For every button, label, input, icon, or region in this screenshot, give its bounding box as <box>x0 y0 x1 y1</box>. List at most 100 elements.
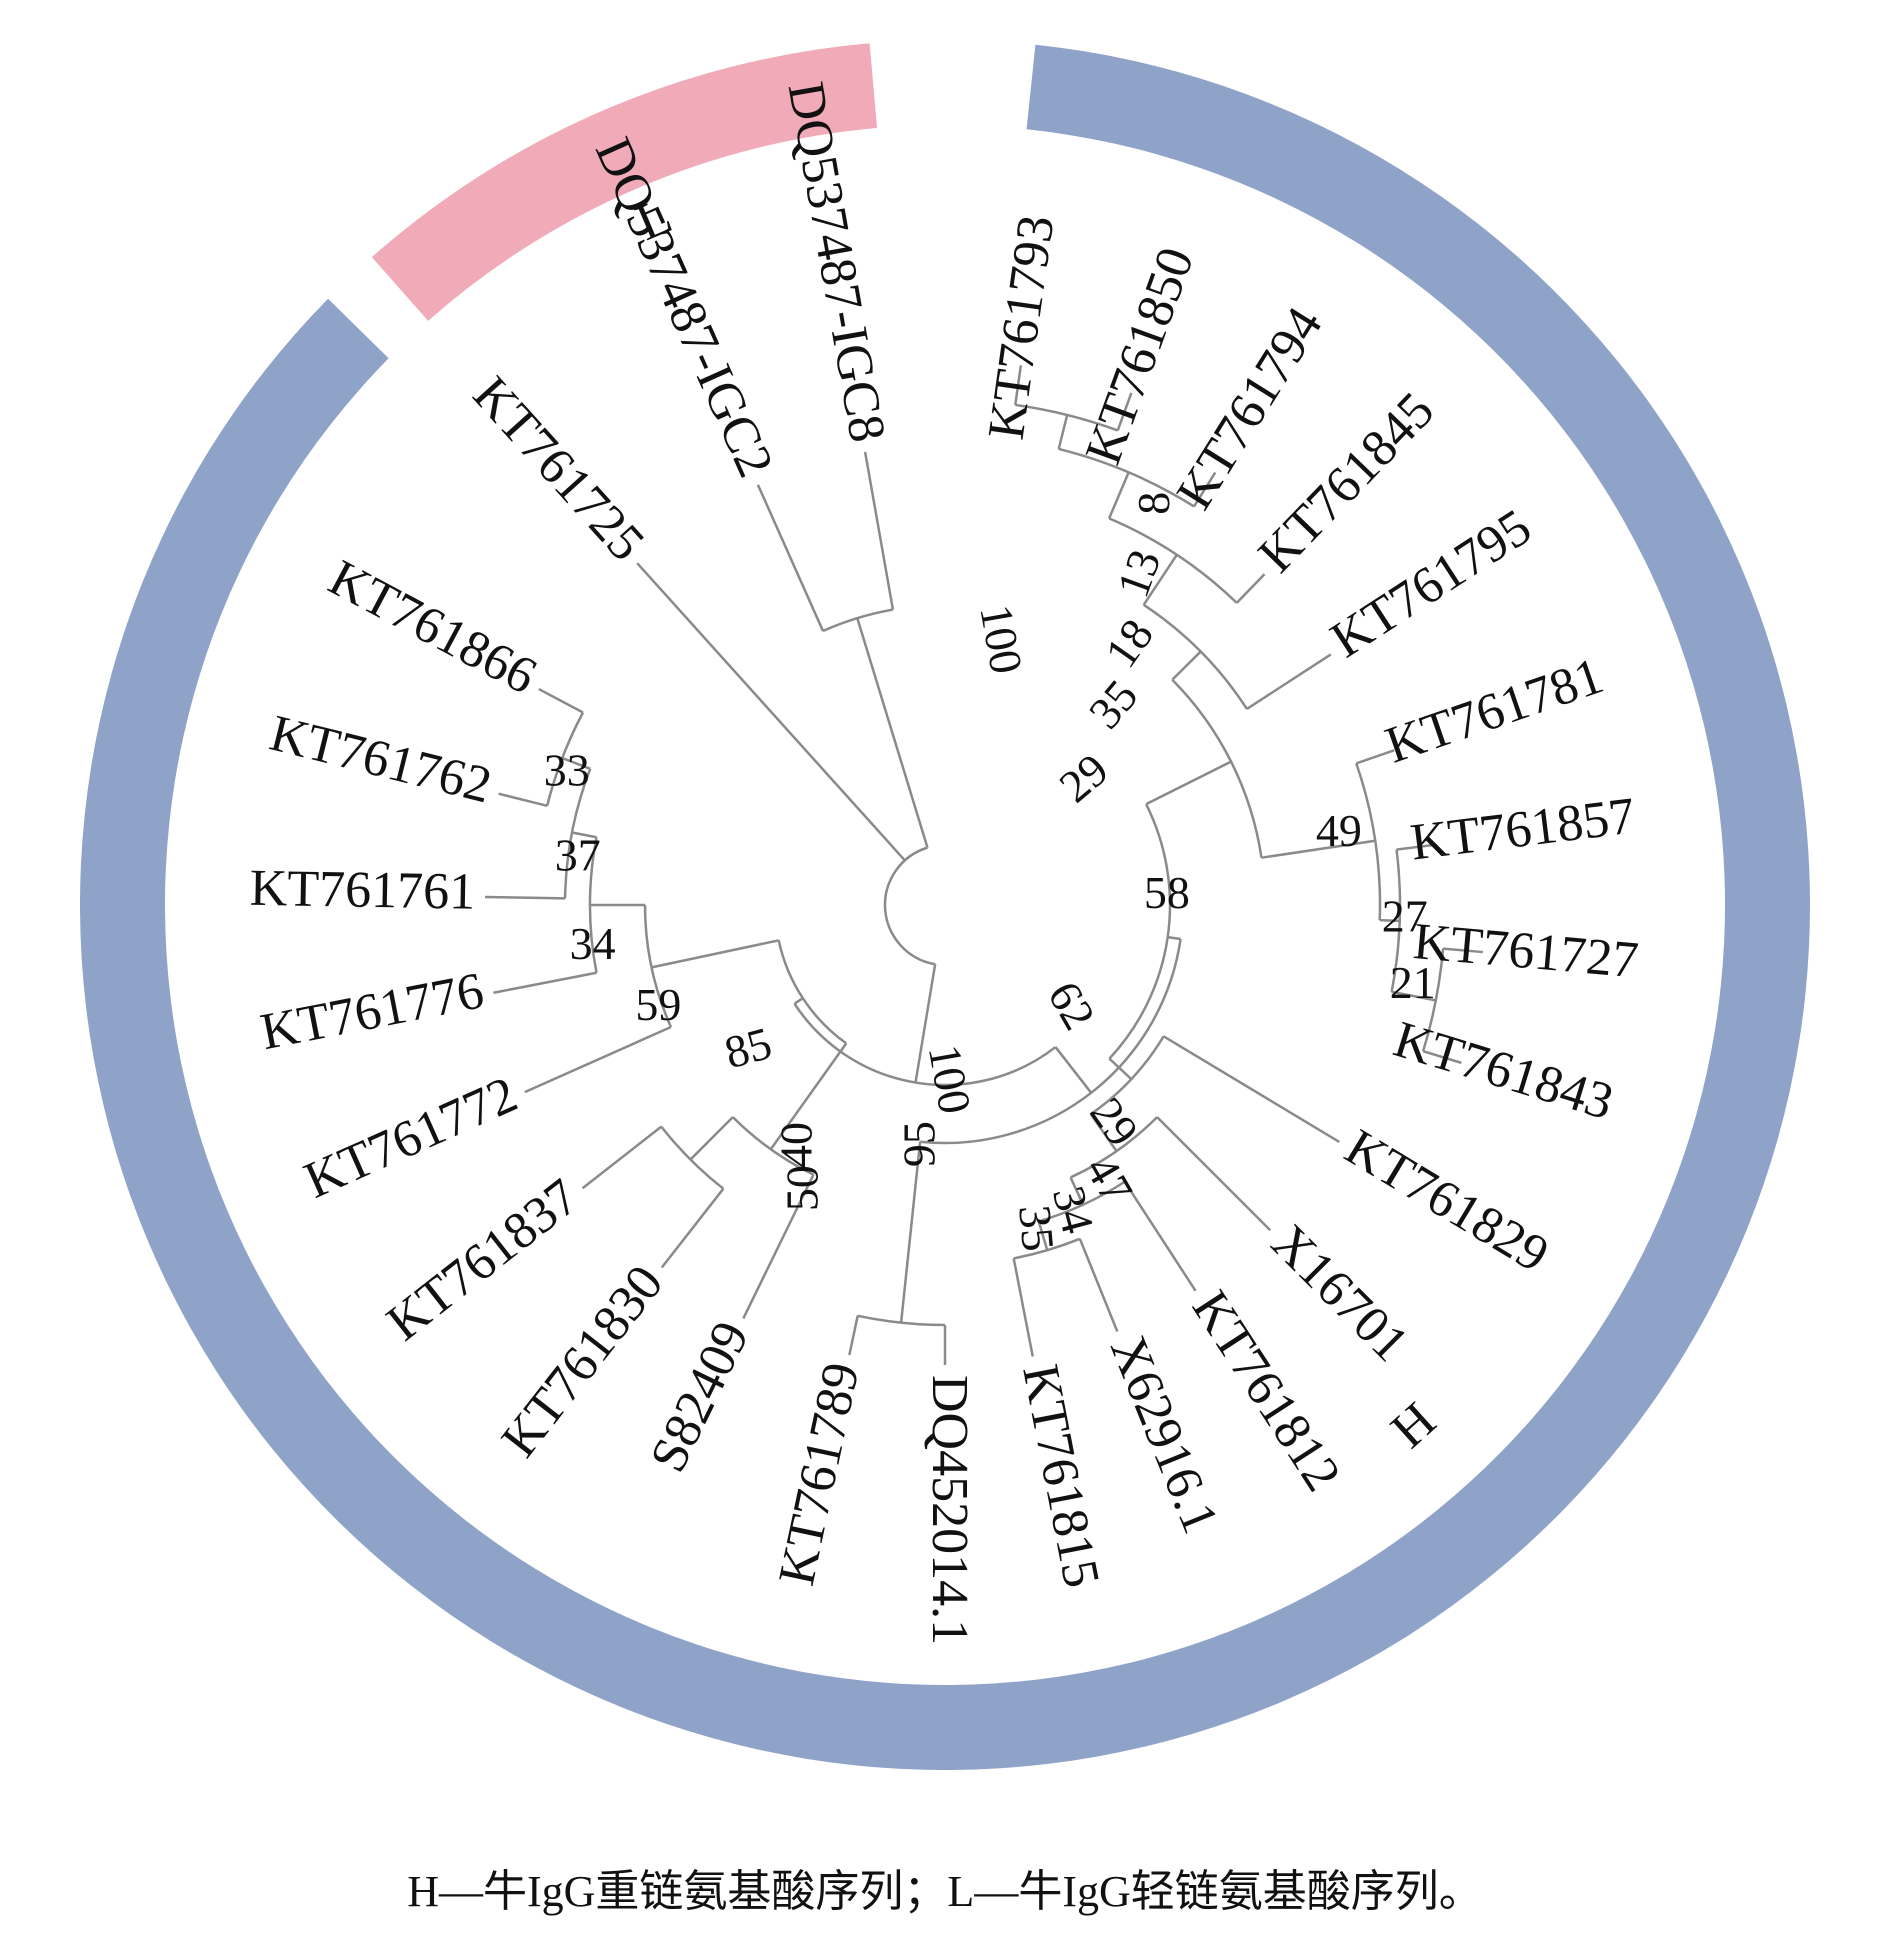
bootstrap-value: 49 <box>1316 805 1362 856</box>
tree-branch <box>1235 573 1266 604</box>
tree-branches <box>485 365 1484 1365</box>
leaf-label: KT761837 <box>377 1168 590 1352</box>
tree-branch <box>1379 918 1400 923</box>
tree-branch <box>1069 1176 1085 1206</box>
tree-arc <box>1058 447 1195 508</box>
tree-arc <box>1070 1116 1159 1179</box>
tree-branch <box>1145 760 1232 806</box>
tree-branch <box>1107 471 1130 519</box>
leaf-label: KT761781 <box>1379 647 1611 774</box>
bootstrap-value: 62 <box>1038 973 1105 1038</box>
tree-branch <box>1054 1046 1093 1094</box>
tree-arc <box>660 1125 725 1190</box>
tree-arc <box>857 1314 946 1327</box>
bootstrap-value: 13 <box>1107 543 1171 604</box>
tree-branch <box>1012 1258 1034 1357</box>
tree-arc <box>1015 403 1119 432</box>
bootstrap-value: 35 <box>1009 1203 1064 1253</box>
leaf-label: X62916.1 <box>1099 1328 1229 1541</box>
tree-branch <box>651 939 779 969</box>
tree-arc <box>1171 678 1263 858</box>
bootstrap-value: 85 <box>719 1017 777 1078</box>
bootstrap-value: 100 <box>919 1041 981 1118</box>
tree-branch <box>848 1315 859 1356</box>
bootstrap-value: 58 <box>1144 867 1190 918</box>
tree-arc <box>643 904 673 1028</box>
tree-branch <box>636 562 906 862</box>
bootstrap-value: 95 <box>894 1121 945 1167</box>
leaf-label: KT761776 <box>256 962 488 1061</box>
tree-branch <box>769 1042 848 1150</box>
tree-branch <box>1142 554 1178 606</box>
tree-branch <box>493 971 597 994</box>
bootstrap-value: 35 <box>1079 670 1148 738</box>
tree-branch <box>1089 1113 1118 1152</box>
tree-branch <box>1078 1238 1119 1332</box>
tree-branch <box>1116 392 1133 431</box>
bootstrap-value: 34 <box>570 918 616 969</box>
tree-arc <box>588 837 598 973</box>
leaf-label: KT761843 <box>1387 1011 1619 1131</box>
bootstrap-value: 100 <box>970 601 1032 678</box>
tree-branch <box>498 792 548 808</box>
leaf-label: KT761830 <box>491 1255 675 1468</box>
tree-branch <box>524 1025 672 1094</box>
tree-branch <box>689 1116 734 1161</box>
figure-caption: H—牛IgG重链氨基酸序列；L—牛IgG轻链氨基酸序列。 <box>407 1867 1483 1916</box>
tree-branch <box>756 484 825 632</box>
tree-arc <box>1143 603 1248 710</box>
tree-arc <box>1013 1237 1081 1260</box>
leaf-label: KT761795 <box>1321 499 1541 670</box>
bootstrap-labels: 8131835294927215862294734351009550408559… <box>544 492 1436 1254</box>
bootstrap-value: 29 <box>1050 744 1118 813</box>
tree-arc <box>793 1003 1057 1087</box>
leaf-label: DQ452014.1 <box>921 1375 978 1645</box>
leaf-label: S82409 <box>640 1313 761 1481</box>
leaf-label: KT761850 <box>1075 240 1206 471</box>
tree-branch <box>1123 1181 1197 1292</box>
bootstrap-value: 40 <box>770 1122 821 1168</box>
tree-branch <box>899 1141 922 1323</box>
leaf-label: DQ537487-IGC2 <box>584 130 784 486</box>
tree-branch <box>1171 650 1202 681</box>
tree-branch <box>1396 843 1437 851</box>
tree-branch <box>1014 365 1023 406</box>
tree-arc <box>1390 849 1402 993</box>
tree-branch <box>1246 653 1332 710</box>
bootstrap-value: 18 <box>1095 610 1163 677</box>
tree-branch <box>660 1187 725 1269</box>
tree-arc <box>1108 803 1172 1060</box>
tree-branch <box>1162 1035 1340 1143</box>
bootstrap-value: 21 <box>1390 957 1436 1008</box>
tree-arc <box>919 938 1182 1145</box>
leaf-label: KT761727 <box>1411 913 1640 989</box>
tree-branch <box>742 1174 815 1319</box>
tree-branch <box>863 451 895 610</box>
tree-branch <box>856 617 929 848</box>
tree-branch <box>1391 990 1437 1002</box>
tree-arc <box>1355 762 1382 921</box>
tree-arc <box>1090 1035 1165 1116</box>
tree-branch <box>1108 1057 1133 1081</box>
bootstrap-value: 50 <box>776 1165 827 1211</box>
tree-branch <box>581 1125 663 1190</box>
tree-arc <box>1421 948 1445 1052</box>
leaf-label: DQ537487-IGC8 <box>777 78 896 446</box>
tree-branch <box>1422 1049 1462 1065</box>
tree-branch <box>1442 947 1484 954</box>
tree-arc <box>563 768 592 899</box>
leaf-label: KT761829 <box>1336 1119 1559 1284</box>
tree-branch <box>571 831 597 839</box>
tree-branch <box>914 963 937 1083</box>
heavy-chain-band-label: H <box>1381 1392 1447 1459</box>
leaf-label: KT761815 <box>1011 1360 1110 1592</box>
tree-branch <box>1355 749 1395 765</box>
bootstrap-value: 8 <box>1128 492 1179 515</box>
bootstrap-value: 33 <box>544 744 590 795</box>
tree-arc <box>731 1116 815 1176</box>
bootstrap-value: 37 <box>555 829 601 880</box>
tree-branch <box>561 756 591 770</box>
leaf-label: KT761772 <box>296 1066 525 1210</box>
